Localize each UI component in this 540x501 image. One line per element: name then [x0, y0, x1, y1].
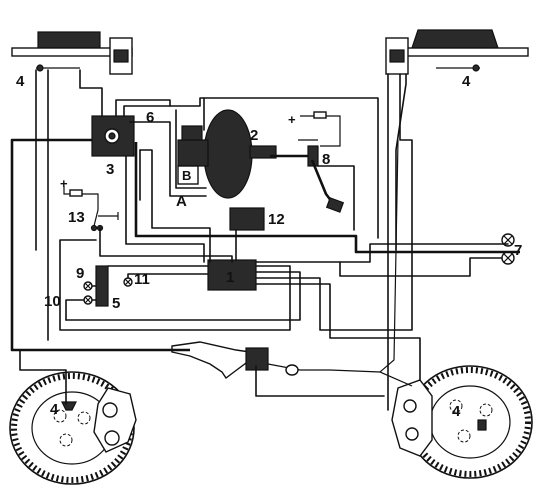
label-4-bottom-left: 4 — [50, 401, 59, 418]
front-right-sensor-rail — [397, 47, 529, 57]
wiring-harness — [10, 69, 520, 411]
rear-right-sensor-head — [477, 419, 487, 431]
booster-pushrod — [249, 145, 277, 159]
brake-pedal-assembly — [270, 111, 345, 213]
handbrake-lever-body — [171, 341, 251, 380]
label-12: 12 — [268, 211, 285, 228]
handbrake-cable — [267, 363, 330, 371]
warning-lamps — [83, 233, 515, 305]
rear-left-caliper — [93, 387, 137, 453]
master-cylinder-port-b — [177, 165, 199, 185]
label-plus-switch: + — [288, 112, 296, 127]
hydraulic-unit — [91, 115, 135, 157]
front-right-sensor-clamp-core — [389, 49, 405, 63]
label-2: 2 — [250, 127, 258, 144]
label-13: 13 — [68, 209, 85, 226]
rear-right-caliper — [391, 379, 433, 457]
front-right-sensor-tip — [472, 64, 480, 72]
handbrake-lever — [171, 341, 330, 380]
ignition-fuse — [69, 189, 83, 197]
front-left-sensor-bracket — [37, 31, 101, 49]
front-left-sensor-clamp-core — [113, 49, 129, 63]
rear-right-disc-hub — [429, 385, 511, 459]
handbrake-cable-adjuster — [285, 364, 299, 376]
front-left-sensor-tip — [36, 64, 44, 72]
label-9: 9 — [76, 265, 84, 282]
master-cylinder-reservoir — [181, 125, 203, 141]
label-4-top-right: 4 — [462, 73, 471, 90]
warning-lamp-7-lower — [501, 251, 515, 265]
label-4-bottom-right: 4 — [452, 403, 461, 420]
warning-lamp-11 — [123, 277, 133, 287]
master-cylinder — [177, 125, 209, 185]
label-4-top-left: 4 — [16, 73, 25, 90]
label-11: 11 — [134, 271, 150, 288]
label-a: A — [176, 193, 187, 210]
label-8: 8 — [322, 151, 330, 168]
rear-left-brake-disc — [9, 371, 137, 485]
label-3: 3 — [106, 161, 114, 178]
label-5: 5 — [112, 295, 120, 312]
label-plus-ignition: + — [60, 176, 68, 191]
switch-circuit — [300, 115, 341, 147]
warning-lamp-7-upper — [501, 233, 515, 247]
brake-light-switch — [307, 145, 319, 167]
label-1: 1 — [226, 269, 234, 286]
pedal-pad — [325, 197, 345, 213]
label-10: 10 — [44, 293, 61, 310]
rear-right-brake-disc — [391, 365, 533, 479]
label-6: 6 — [146, 109, 154, 126]
label-7: 7 — [514, 242, 522, 259]
warning-relay-module — [95, 265, 109, 307]
front-right-sensor-bracket — [411, 29, 499, 49]
warning-lamp-9 — [83, 281, 93, 291]
hydraulic-unit-port-core — [108, 132, 116, 140]
switch-fuse — [313, 111, 327, 119]
pressure-sensor — [229, 207, 265, 231]
front-left-sensor-assembly — [11, 31, 133, 75]
handbrake-mechanism — [245, 347, 269, 371]
warning-lamp-10 — [83, 295, 93, 305]
front-right-sensor-assembly — [385, 29, 529, 75]
master-cylinder-body — [177, 139, 209, 167]
brake-booster-shell — [203, 109, 253, 199]
rear-right-disc-tone-ring — [409, 367, 531, 477]
brake-booster — [203, 109, 277, 199]
label-b: B — [182, 168, 191, 183]
